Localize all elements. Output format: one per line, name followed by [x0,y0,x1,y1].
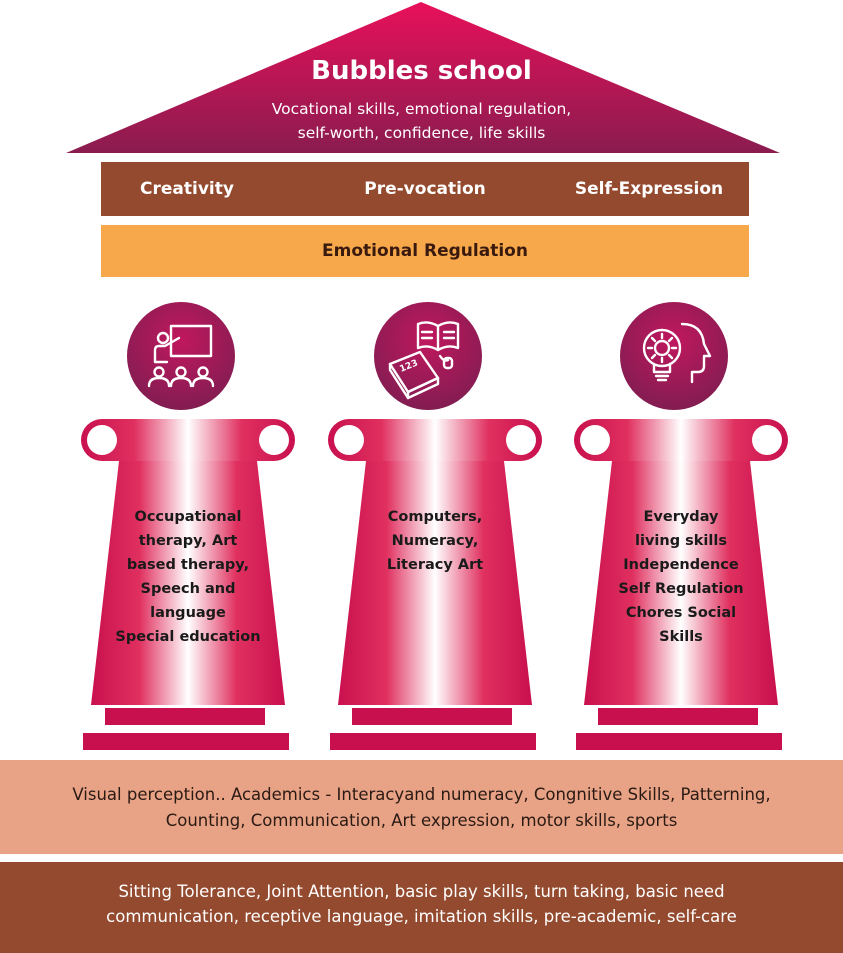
teacher-classroom-icon [127,302,235,410]
head-gear-lightbulb-icon [620,302,728,410]
pillar-right-line: Chores Social [625,605,737,621]
pillar-left-line: Special education [115,629,261,645]
pillar-left-text: Occupational therapy, Art based therapy,… [96,505,280,649]
books-computer-icon: 123 [374,302,482,410]
svg-text:123: 123 [398,358,419,374]
pillar-center [328,419,542,750]
roof-subtitle-line-1: Vocational skills, emotional regulation, [271,100,572,118]
pillar-right-line: Everyday [643,509,719,525]
pillar-left-line: language [150,605,226,621]
pillar-right-line: Self Regulation [618,581,744,597]
pillar-right-line: Skills [659,629,703,645]
base-line-1: Sitting Tolerance, Joint Attention, basi… [118,882,725,901]
pillar-center-line: Computers, [387,509,483,525]
pillar-center-line: Literacy Art [386,557,484,573]
pillar-left-line: Speech and [140,581,236,597]
foundation-line-1: Visual perception.. Academics - Interacy… [72,785,771,804]
school-title: Bubbles school [311,56,532,86]
beam-label-creativity: Creativity [140,179,234,199]
pillar-left-line: based therapy, [126,557,250,573]
beam-band: Creativity Pre-vocation Self-Expression [101,162,749,216]
base-line-2: communication, receptive language, imita… [106,907,737,926]
pillar-center-text: Computers, Numeracy, Literacy Art [343,505,527,577]
foundation-band: Visual perception.. Academics - Interacy… [0,760,843,854]
pillar-right-line: Independence [623,557,739,573]
pillar-left-line: Occupational [134,509,242,525]
beam-label-pre-vocation: Pre-vocation [364,179,486,199]
roof [66,2,780,153]
pillar-right [574,419,788,750]
pillar-left-line: therapy, Art [138,533,238,549]
base-band: Sitting Tolerance, Joint Attention, basi… [0,862,843,953]
foundation-line-2: Counting, Communication, Art expression,… [165,811,678,830]
pillar-right-line: living skills [635,533,727,549]
emotional-regulation-label: Emotional Regulation [322,241,528,261]
pillar-center-line: Numeracy, [391,533,479,549]
beam-label-self-expression: Self-Expression [574,179,724,199]
pillar-left [81,419,295,750]
pillar-right-text: Everyday living skills Independence Self… [589,505,773,649]
emotional-regulation-band: Emotional Regulation [101,225,749,277]
roof-subtitle-line-2: self-worth, confidence, life skills [297,124,546,142]
